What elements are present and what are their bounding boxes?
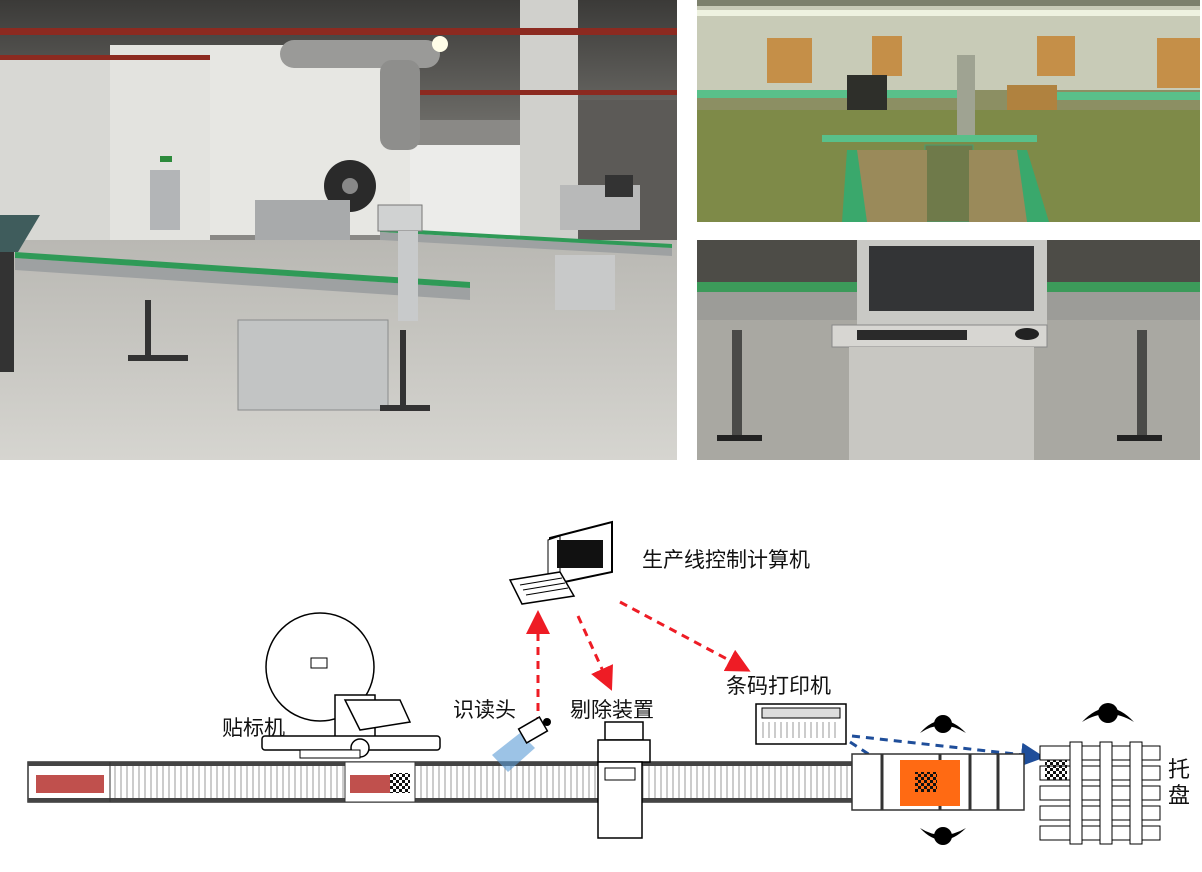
pallet-label: 托盘 <box>1168 758 1191 809</box>
labeler-machine-icon <box>261 612 441 759</box>
rejector-device-icon <box>597 721 651 839</box>
label-patch-1 <box>36 775 104 793</box>
control-computer-icon <box>508 520 613 605</box>
labeler-label: 贴标机 <box>222 716 285 740</box>
printer-label: 条码打印机 <box>726 674 831 698</box>
eye-icon <box>920 827 966 845</box>
photo-factory-floor <box>0 0 677 460</box>
reader-head-icon <box>492 716 551 772</box>
photo-green-conveyor-workshop <box>697 0 1200 222</box>
conveyor-belt <box>27 761 853 803</box>
pallet-icon <box>1039 741 1161 845</box>
eye-icon <box>1082 703 1134 723</box>
flow-arrow-printer-to-pallet <box>851 734 1045 767</box>
signal-arrow-computer-to-rejector <box>576 615 613 691</box>
eye-icon <box>920 715 966 733</box>
computer-label: 生产线控制计算机 <box>642 548 810 572</box>
rejector-label: 剔除装置 <box>570 698 654 722</box>
photo-conveyor-terminal-closeup <box>697 240 1200 460</box>
barcode-printer-icon <box>755 703 847 745</box>
green-conveyor-illustration <box>697 0 1200 222</box>
reader-label: 识读头 <box>453 698 516 722</box>
tray-barcode-icon <box>915 772 937 792</box>
signal-arrow-computer-to-printer <box>619 600 751 672</box>
factory-floor-illustration <box>0 0 677 460</box>
terminal-closeup-illustration <box>697 240 1200 460</box>
label-patch-2 <box>350 775 390 793</box>
barcode-icon <box>390 773 410 793</box>
sorting-section <box>851 753 1025 811</box>
